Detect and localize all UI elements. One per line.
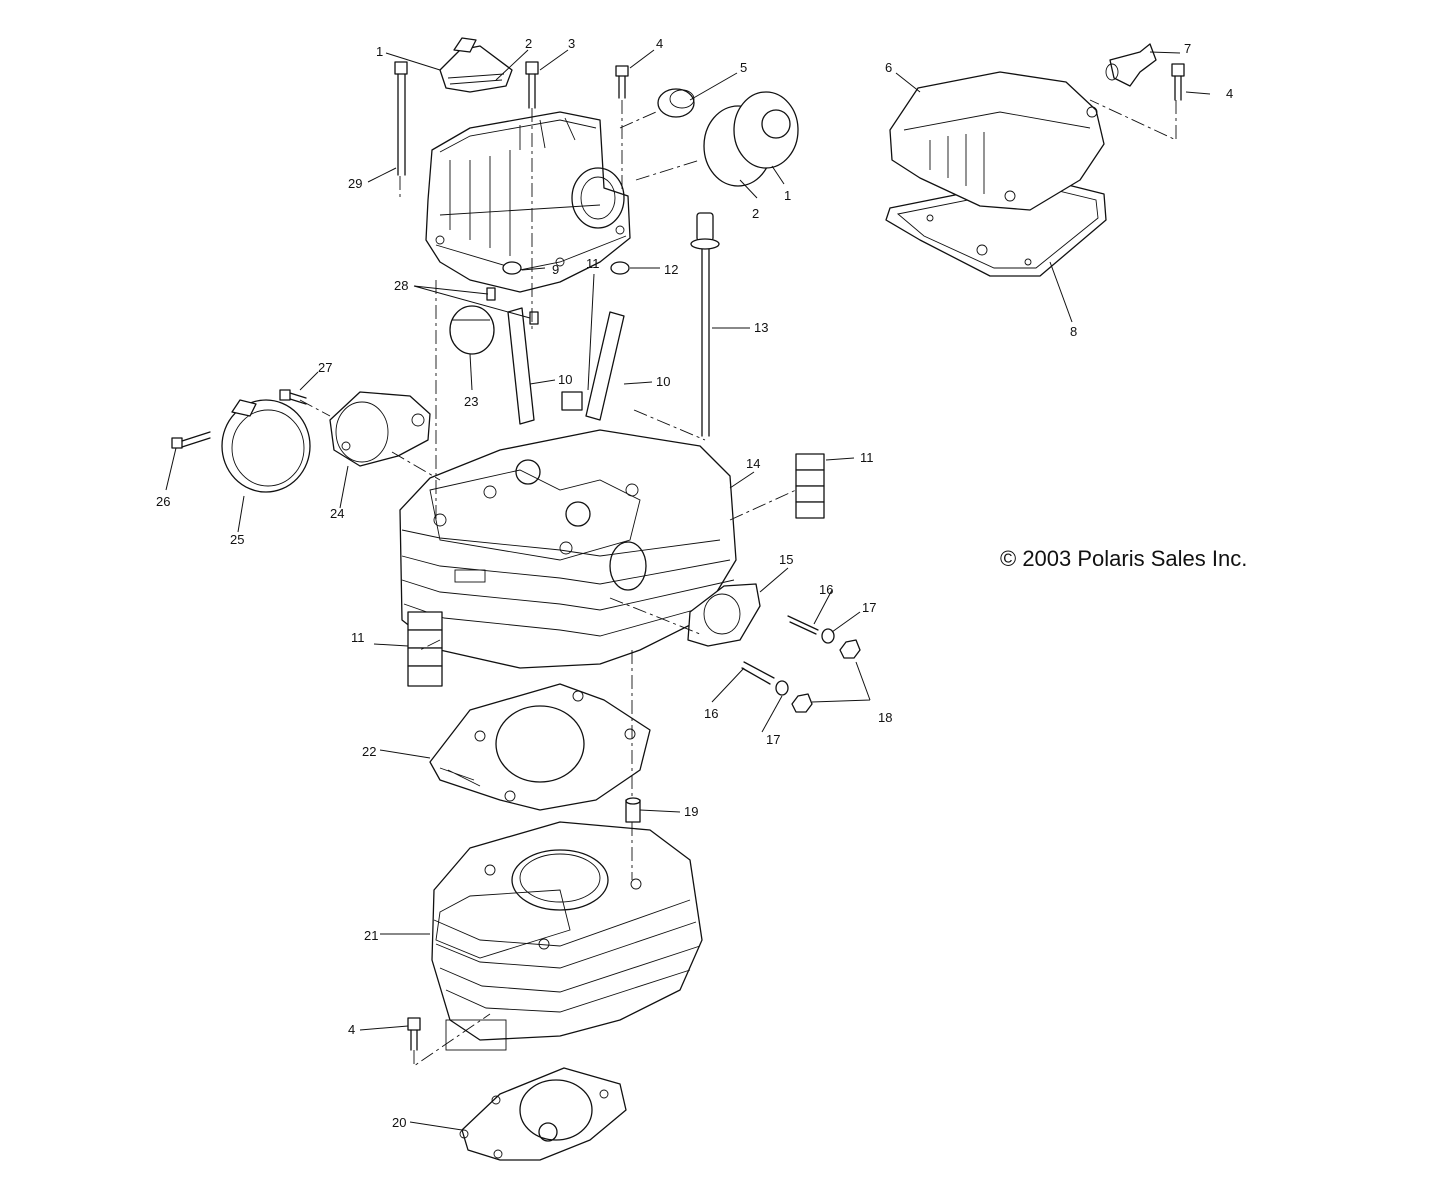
callout: 2 <box>752 206 759 221</box>
shim-stack-right <box>795 453 825 519</box>
base-gasket-20 <box>459 1067 627 1161</box>
callout: 15 <box>779 552 793 567</box>
callout: 17 <box>862 600 876 615</box>
long-stud-13 <box>690 212 720 437</box>
nuts-18 <box>791 639 861 713</box>
shim-stack-left <box>407 611 443 687</box>
callout: 27 <box>318 360 332 375</box>
callout: 1 <box>376 44 383 59</box>
callout: 16 <box>819 582 833 597</box>
screw-27 <box>279 389 307 405</box>
callout: 5 <box>740 60 747 75</box>
dowel-pin-28b <box>529 311 539 325</box>
bolt-4-cover <box>1171 63 1185 101</box>
callout: 29 <box>348 176 362 191</box>
callout: 10 <box>558 372 572 387</box>
plug-5 <box>657 88 695 118</box>
callout: 25 <box>230 532 244 547</box>
tappet-cap <box>703 91 799 187</box>
callout: 13 <box>754 320 768 335</box>
callout: 4 <box>348 1022 355 1037</box>
callout: 11 <box>860 450 874 465</box>
exhaust-studs-16 <box>741 615 819 685</box>
callout-labels: 1 2 3 4 5 1 2 6 7 4 8 29 28 23 9 11 12 1… <box>156 36 1233 1130</box>
dowel-pin-28a <box>486 287 496 301</box>
valve-cap-23 <box>449 305 495 355</box>
callout: 17 <box>766 732 780 747</box>
callout: 28 <box>394 278 408 293</box>
callout: 22 <box>362 744 376 759</box>
callout: 2 <box>525 36 532 51</box>
valve-cover <box>889 71 1105 211</box>
callout: 6 <box>885 60 892 75</box>
dowel-19 <box>625 797 641 823</box>
long-bolt-1 <box>394 61 408 176</box>
callout: 19 <box>684 804 698 819</box>
callout: 26 <box>156 494 170 509</box>
callout: 12 <box>664 262 678 277</box>
bolt-3 <box>525 61 539 109</box>
bolt-4-lower <box>407 1017 421 1051</box>
alignment-lines <box>299 99 1177 1067</box>
copyright-notice: © 2003 Polaris Sales Inc. <box>1000 546 1248 571</box>
camshaft-housing <box>425 111 631 293</box>
washers-17 <box>775 628 835 696</box>
callout: 7 <box>1184 41 1191 56</box>
callout: 23 <box>464 394 478 409</box>
head-gasket-22 <box>429 683 651 811</box>
clamp-25 <box>221 399 311 493</box>
leader-lines <box>165 49 1211 1131</box>
callout: 9 <box>552 262 559 277</box>
callout: 21 <box>364 928 378 943</box>
screw-26 <box>171 431 211 449</box>
valve-guide-right <box>585 261 630 421</box>
callout: 24 <box>330 506 344 521</box>
intake-boot-24 <box>329 391 431 467</box>
callout: 16 <box>704 706 718 721</box>
callout: 11 <box>586 256 600 271</box>
callout: 10 <box>656 374 670 389</box>
bolt-4-top <box>615 65 629 99</box>
callout: 3 <box>568 36 575 51</box>
callout: 8 <box>1070 324 1077 339</box>
breather-cap <box>439 37 513 93</box>
callout: 14 <box>746 456 760 471</box>
exhaust-gasket-15 <box>687 583 761 647</box>
callout: 4 <box>1226 86 1233 101</box>
valve-guide-left <box>502 261 535 425</box>
callout: 20 <box>392 1115 406 1130</box>
cylinder <box>431 821 703 1051</box>
callout: 18 <box>878 710 892 725</box>
callout: 11 <box>351 630 365 645</box>
cylinder-head <box>399 429 737 669</box>
shim-11 <box>561 391 583 411</box>
breather-elbow-7 <box>1105 43 1157 87</box>
callout: 4 <box>656 36 663 51</box>
callout: 1 <box>784 188 791 203</box>
